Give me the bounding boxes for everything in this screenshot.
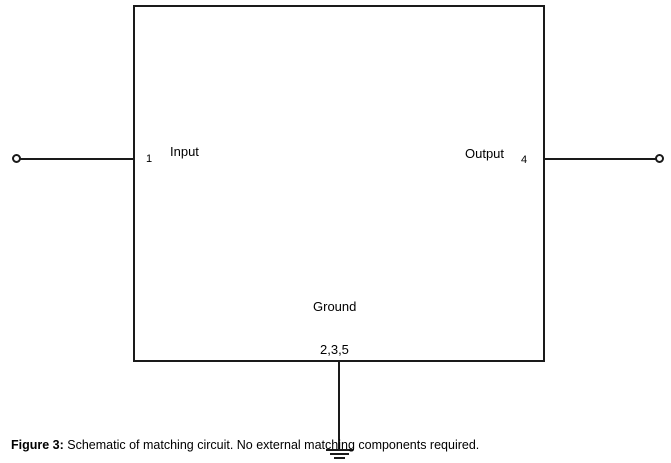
ground-pin-numbers: 2,3,5 xyxy=(320,342,349,357)
output-pin-number: 4 xyxy=(521,154,528,166)
input-wire xyxy=(20,158,134,160)
component-box xyxy=(133,5,545,362)
input-terminal-node xyxy=(12,154,21,163)
input-pin-number: 1 xyxy=(146,153,153,165)
ground-symbol-icon xyxy=(326,449,353,451)
output-terminal-node xyxy=(655,154,664,163)
input-port-label: Input xyxy=(170,144,199,159)
figure-caption: Figure 3: Schematic of matching circuit.… xyxy=(11,437,661,453)
ground-port-label: Ground xyxy=(313,299,357,314)
figure-caption-text: Schematic of matching circuit. No extern… xyxy=(63,438,480,452)
ground-wire xyxy=(338,361,340,450)
ground-symbol-bar-bottom xyxy=(334,457,345,459)
ground-symbol-bar-middle xyxy=(330,453,349,455)
output-wire xyxy=(544,158,659,160)
figure-caption-label: Figure 3: xyxy=(11,438,64,452)
output-port-label: Output xyxy=(465,146,505,161)
